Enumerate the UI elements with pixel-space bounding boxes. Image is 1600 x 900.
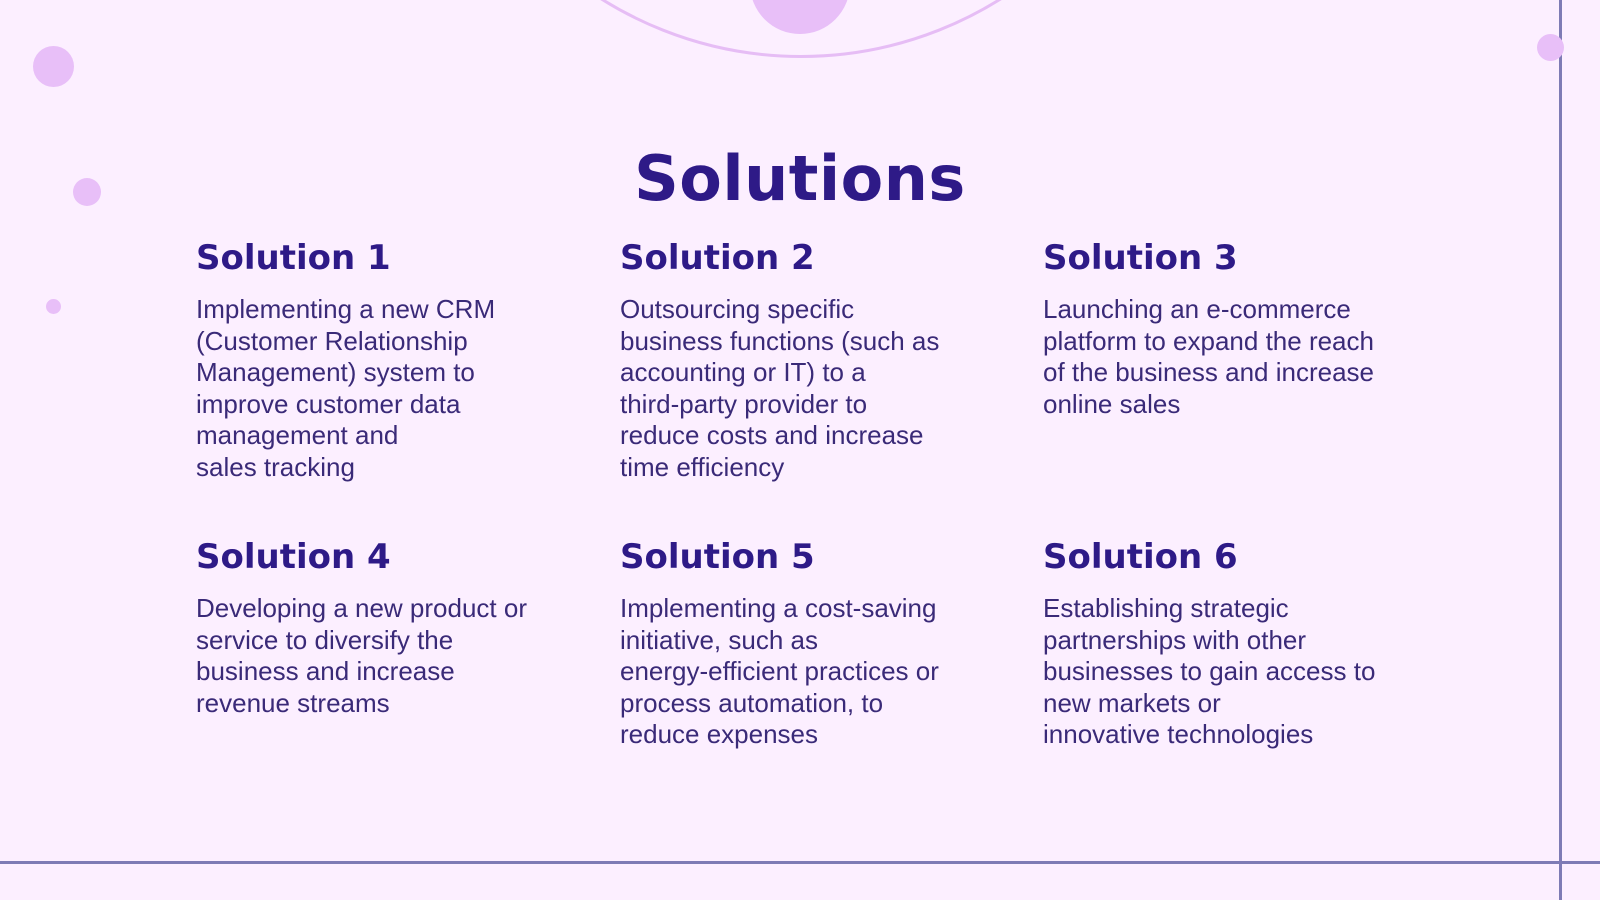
solution-description: Outsourcing specific business functions … — [620, 294, 940, 482]
solution-card-5: Solution 5 Implementing a cost-saving in… — [620, 535, 1000, 751]
slide-title: Solutions — [634, 141, 966, 215]
solution-description: Launching an e-commerce platform to expa… — [1043, 294, 1374, 419]
decorative-dot — [73, 178, 101, 206]
solution-card-4: Solution 4 Developing a new product or s… — [196, 535, 576, 719]
solution-description: Establishing strategic partnerships with… — [1043, 593, 1376, 750]
solution-card-6: Solution 6 Establishing strategic partne… — [1043, 535, 1423, 751]
solution-heading: Solution 2 — [620, 238, 815, 278]
decorative-dot — [1537, 34, 1564, 61]
solution-card-3: Solution 3 Launching an e-commerce platf… — [1043, 236, 1423, 420]
solution-heading: Solution 3 — [1043, 238, 1238, 278]
decorative-dot — [33, 46, 74, 87]
solution-card-1: Solution 1 Implementing a new CRM (Custo… — [196, 236, 576, 484]
decorative-dot — [46, 299, 61, 314]
vertical-rule — [1559, 0, 1562, 900]
solution-heading: Solution 5 — [620, 537, 815, 577]
solution-description: Developing a new product or service to d… — [196, 593, 527, 718]
solution-heading: Solution 1 — [196, 238, 391, 278]
horizontal-rule — [0, 861, 1600, 864]
solution-heading: Solution 6 — [1043, 537, 1238, 577]
solution-description: Implementing a cost-saving initiative, s… — [620, 593, 939, 750]
solution-card-2: Solution 2 Outsourcing specific business… — [620, 236, 1000, 484]
solution-heading: Solution 4 — [196, 537, 391, 577]
solution-description: Implementing a new CRM (Customer Relatio… — [196, 294, 496, 482]
